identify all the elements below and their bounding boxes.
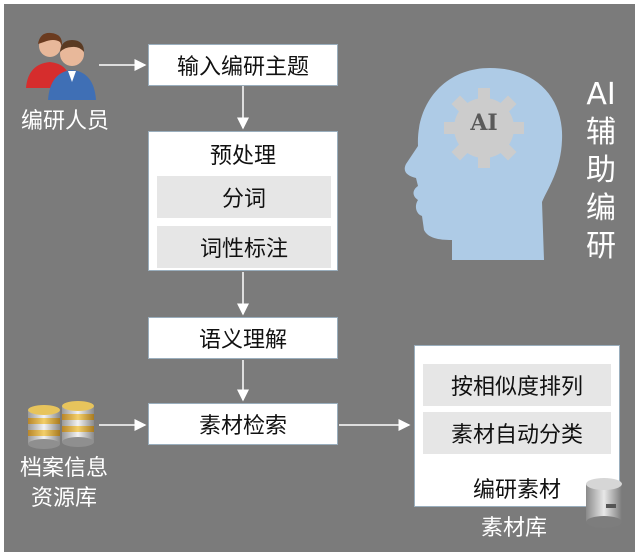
preprocess-step-pos-tagging: 词性标注 [157, 226, 331, 268]
ai-side-title-line1: AI [586, 77, 616, 112]
diagram-canvas: 编研人员 输入编研主题 预处理 分词 词性标注 语义理解 素材检索 [4, 4, 635, 552]
output-box: 按相似度排列 素材自动分类 编研素材 [414, 345, 620, 507]
preprocess-step-segmentation: 分词 [157, 176, 331, 218]
semantic-box: 语义理解 [148, 317, 338, 359]
output-step-sort-by-similarity: 按相似度排列 [423, 364, 611, 406]
material-database-icon [586, 478, 622, 528]
archive-database-icon [28, 401, 94, 449]
archive-label: 档案信息 资源库 [6, 454, 122, 514]
preprocess-box: 预处理 分词 词性标注 [148, 131, 338, 271]
input-topic-box: 输入编研主题 [148, 44, 338, 86]
ai-head-icon [404, 68, 563, 260]
retrieval-box: 素材检索 [148, 403, 338, 445]
gear-icon [444, 88, 524, 168]
material-db-label: 素材库 [480, 516, 547, 541]
archive-label-line1: 档案信息 [19, 456, 108, 481]
ai-side-title-char-2: 助 [586, 153, 616, 188]
input-topic-label: 输入编研主题 [176, 55, 309, 80]
connector-layer [99, 59, 411, 431]
output-step-auto-classify: 素材自动分类 [423, 412, 611, 454]
preprocess-title: 预处理 [209, 144, 276, 169]
ai-side-title-char-1: 辅 [586, 115, 616, 150]
researchers-label: 编研人员 [20, 109, 109, 134]
semantic-label: 语义理解 [198, 328, 287, 353]
ai-side-title-char-3: 编 [586, 191, 616, 226]
retrieval-label: 素材检索 [198, 414, 287, 439]
ai-side-title: AI 辅 助 编 研 [576, 76, 626, 266]
ai-badge: AI [470, 110, 498, 136]
ai-side-title-char-4: 研 [586, 229, 616, 264]
researchers-icon [26, 32, 96, 100]
archive-label-line2: 资源库 [30, 486, 97, 511]
output-result-label: 编研素材 [472, 478, 561, 503]
